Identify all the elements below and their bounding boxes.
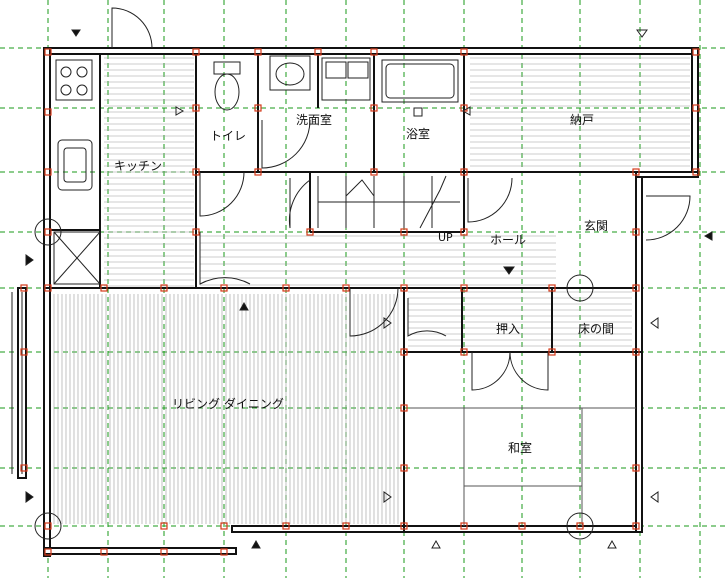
column-marker [100,284,108,292]
column-marker [192,48,200,56]
direction-markers [25,29,713,549]
column-marker [460,522,468,530]
column-marker [220,548,228,556]
column-marker [370,104,378,112]
column-marker [314,48,322,56]
bay-window [11,292,23,474]
column-marker [692,48,700,56]
column-marker [192,104,200,112]
column-marker [632,168,640,176]
room-label-entrance: 玄関 [584,218,608,233]
column-marker [518,522,526,530]
column-marker [192,168,200,176]
tatami-lines [410,407,636,526]
room-label-storage: 納戸 [570,113,594,127]
staircase [317,175,460,229]
column-marker [160,548,168,556]
column-marker [44,284,52,292]
fixtures [53,55,459,285]
column-marker [692,104,700,112]
column-marker [44,168,52,176]
room-label-closet: 押入 [496,322,520,336]
stairs-up-label: UP [438,231,453,244]
column-marker [44,548,52,556]
column-marker [400,404,408,412]
column-marker [44,108,52,116]
column-marker [400,284,408,292]
column-marker [460,348,468,356]
column-marker [632,522,640,530]
floor-hatching [53,57,690,524]
column-marker [220,284,228,292]
column-marker [44,48,52,56]
column-marker [282,284,290,292]
column-marker [192,228,200,236]
column-marker [632,284,640,292]
room-label-hall: ホール [490,233,526,247]
column-marker [100,548,108,556]
column-marker [632,348,640,356]
column-marker [44,522,52,530]
column-marker [20,348,28,356]
column-marker [160,284,168,292]
circle-markers [34,218,594,540]
column-marker [548,348,556,356]
column-marker [548,284,556,292]
column-marker [220,522,228,530]
column-marker [342,284,350,292]
column-marker [400,522,408,530]
room-label-bathroom: 浴室 [406,126,430,141]
column-marker [370,168,378,176]
column-marker [254,104,262,112]
column-marker [632,228,640,236]
column-marker [400,464,408,472]
column-marker [20,284,28,292]
column-marker [306,228,314,236]
column-marker [370,48,378,56]
column-marker [44,228,52,236]
column-marker [460,48,468,56]
column-marker [400,228,408,236]
room-label-alcove: 床の間 [578,322,614,336]
door-swings [111,7,691,391]
column-marker [692,168,700,176]
room-label-living-dining: リビング ダイニング [172,396,284,411]
column-marker [254,48,262,56]
room-label-toilet: トイレ [210,129,246,143]
column-marker [160,522,168,530]
room-label-japanese-room: 和室 [508,440,532,455]
column-marker [342,522,350,530]
column-marker [632,464,640,472]
column-marker [400,348,408,356]
column-marker [460,168,468,176]
column-marker [282,522,290,530]
room-label-washroom: 洗面室 [296,112,332,127]
column-marker [460,284,468,292]
column-marker [576,522,584,530]
column-marker [460,228,468,236]
column-marker [20,464,28,472]
column-marker [254,168,262,176]
room-label-kitchen: キッチン [114,159,162,173]
column-markers [20,48,700,556]
